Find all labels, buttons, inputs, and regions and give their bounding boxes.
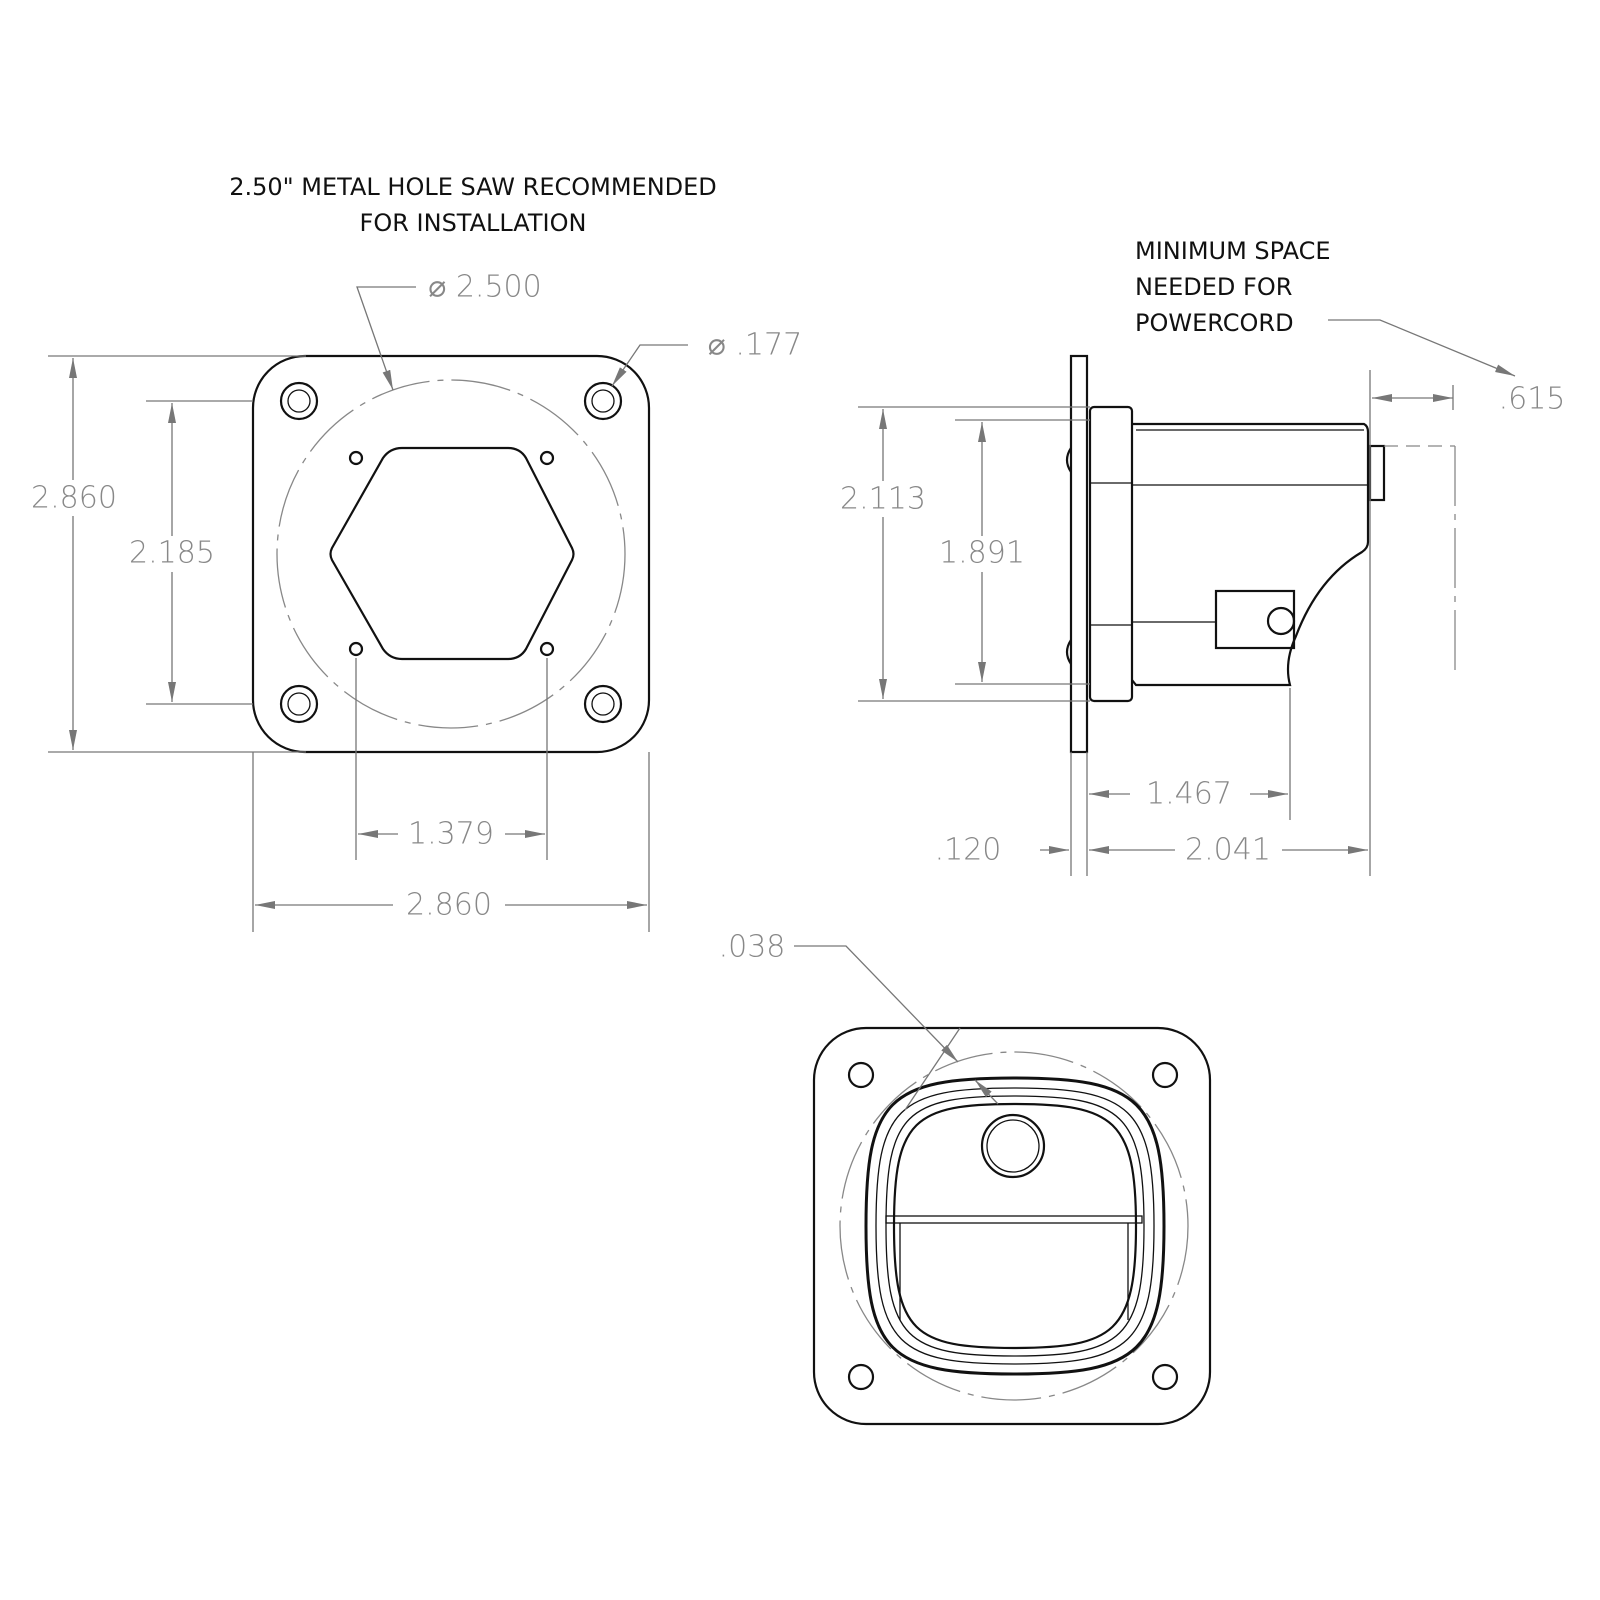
small-holes <box>348 450 555 657</box>
dim-body-height: 2.113 <box>840 482 926 517</box>
dim-inner-hole-spacing: 1.379 <box>408 817 494 852</box>
front-flange-outline <box>251 354 651 754</box>
hole-saw-note-line2: FOR INSTALLATION <box>360 209 587 237</box>
dim-flange-thickness: .120 <box>935 833 1002 868</box>
dim-overall-height: 2.860 <box>31 481 117 516</box>
side-view: 2.113 1.891 1.467 .120 2.041 .615 <box>836 354 1566 876</box>
mount-holes <box>279 381 623 724</box>
front-view: 2.860 2.185 1.379 2.860 ⌀ 2.500 ⌀ .177 <box>30 270 802 932</box>
hexagon-opening <box>329 446 575 661</box>
rear-connector-outer <box>980 1113 1046 1179</box>
dim-overall-width: 2.860 <box>406 888 492 923</box>
min-space-leader <box>1328 319 1516 377</box>
dim-inner-height: 1.891 <box>939 536 1025 571</box>
dim-flange-to-tab: 1.467 <box>1146 777 1232 812</box>
dim-wall-thickness: .038 <box>719 930 786 965</box>
powercord-connector <box>1368 444 1386 502</box>
hole-saw-note-line1: 2.50" METAL HOLE SAW RECOMMENDED <box>229 173 717 201</box>
dim-hole-spacing-vertical: 2.185 <box>129 536 215 571</box>
dim-mount-hole-dia: ⌀ .177 <box>708 328 802 363</box>
side-tab <box>1214 589 1296 650</box>
min-space-note-line2: NEEDED FOR <box>1135 273 1292 301</box>
hole-saw-circle <box>276 379 626 729</box>
rear-flange-outline <box>812 1026 1212 1426</box>
rear-mount-holes <box>847 1061 1179 1391</box>
dim-powercord-clearance: .615 <box>1499 382 1566 417</box>
min-space-note-line3: POWERCORD <box>1135 309 1294 337</box>
side-collar <box>1088 405 1134 703</box>
rear-housing-outer <box>864 1076 1166 1376</box>
side-body <box>1131 422 1370 687</box>
dim-overall-depth: 2.041 <box>1185 833 1271 868</box>
tab-hole <box>1266 606 1296 636</box>
min-space-note-line1: MINIMUM SPACE <box>1135 237 1331 265</box>
dim-hole-circle-dia: ⌀ 2.500 <box>428 270 541 305</box>
rear-view: .038 <box>719 930 1212 1426</box>
side-flange <box>1069 354 1089 754</box>
